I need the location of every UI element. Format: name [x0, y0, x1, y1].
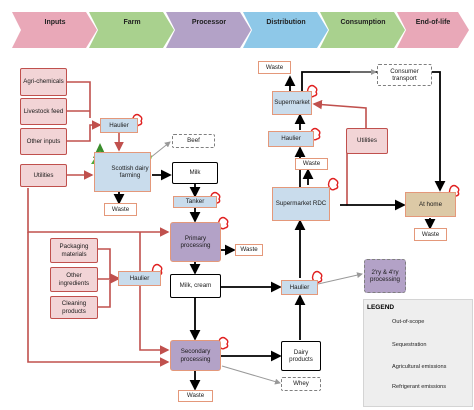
waste-farm-box: Waste	[104, 203, 137, 216]
stage-label-processor: Processor	[191, 18, 227, 26]
at-home-box: At home	[405, 192, 456, 217]
cleaning-products-box: Cleaning products	[50, 296, 98, 319]
waste-rdc-box: Waste	[295, 158, 328, 170]
tanker-box: Tanker	[173, 196, 217, 208]
arrow-farm-beef	[149, 141, 171, 159]
stage-header-bar	[12, 12, 469, 48]
legend-panel	[363, 299, 473, 407]
livestock-feed-box: Livestock feed	[20, 98, 67, 125]
stage-chevron-consumption	[320, 12, 405, 48]
process-flows	[113, 71, 446, 391]
legend-title: LEGEND	[367, 304, 395, 311]
stage-chevron-processor	[166, 12, 251, 48]
secondary-processing-box: Secondary processing	[170, 340, 221, 371]
haulier-retail-box: Haulier	[268, 131, 314, 147]
waste-home-box: Waste	[414, 228, 447, 241]
stage-chevron-farm	[89, 12, 174, 48]
other-inputs-box: Other inputs	[20, 128, 67, 155]
legend-sequestration-label: Sequestration	[392, 342, 427, 348]
arrow-agrichem	[67, 81, 91, 118]
stage-label-inputs: Inputs	[44, 18, 66, 26]
arrow-utilities-primary	[27, 188, 170, 237]
arrow-secondary-whey	[221, 365, 281, 385]
stage-label-end-of-life: End-of-life	[415, 18, 451, 26]
packaging-materials-box: Packaging materials	[50, 238, 98, 263]
stage-label-farm: Farm	[123, 18, 141, 26]
out-of-scope-flows	[149, 69, 377, 385]
utilities-right-box: Utilities	[346, 128, 388, 154]
stage-chevron-distribution	[243, 12, 328, 48]
legend-agricultural-label: Agricultural emissions	[392, 364, 447, 370]
milk-cream-box: Milk, cream	[170, 274, 221, 298]
milk-box: Milk	[172, 162, 218, 184]
arrow-utilities-secondary	[27, 232, 170, 367]
arrow-haulier-tertiary	[317, 272, 363, 285]
utilities-left-box: Utilities	[20, 164, 67, 187]
dairy-products-box: Dairy products	[281, 341, 321, 371]
primary-processing-box: Primary processing	[170, 222, 221, 262]
supermarket-rdc-box: Supermarket RDC	[272, 187, 330, 221]
waste-secondary-box: Waste	[178, 390, 213, 402]
supermarket-box: Supermarket	[272, 91, 312, 115]
beef-box: Beef	[172, 134, 215, 148]
agrichemicals-box: Agri-chemicals	[20, 68, 67, 96]
arrow-haulier-secondary	[139, 286, 170, 355]
legend-out-of-scope-label: Out-of-scope	[392, 319, 425, 325]
consumer-transport-box: Consumer transport	[377, 64, 432, 86]
arrow-other-inputs	[67, 120, 102, 142]
arrow-packaging	[98, 248, 120, 283]
scottish-dairy-farming-box: Scottish dairy farming	[94, 152, 151, 192]
haulier-distribution-box: Haulier	[281, 280, 318, 295]
waste-top-box: Waste	[258, 61, 291, 74]
waste-primary-box: Waste	[235, 244, 263, 256]
whey-box: Whey	[281, 377, 321, 391]
arrow-utilities-supermarket	[312, 99, 367, 128]
arrow-cleaning	[98, 280, 111, 308]
haulier-processor-box: Haulier	[118, 271, 161, 286]
stage-label-consumption: Consumption	[340, 18, 386, 26]
tertiary-processing-box: 2'ry & 4'ry processing	[364, 259, 406, 293]
legend-refrigerant-label: Refrigerant emissions	[392, 384, 447, 390]
stage-chevron-inputs	[12, 12, 97, 48]
stage-label-distribution: Distribution	[266, 18, 306, 26]
other-ingredients-box: Other ingredients	[50, 267, 98, 292]
stage-chevron-end-of-life	[397, 12, 469, 48]
haulier-farm-box: Haulier	[100, 118, 138, 133]
